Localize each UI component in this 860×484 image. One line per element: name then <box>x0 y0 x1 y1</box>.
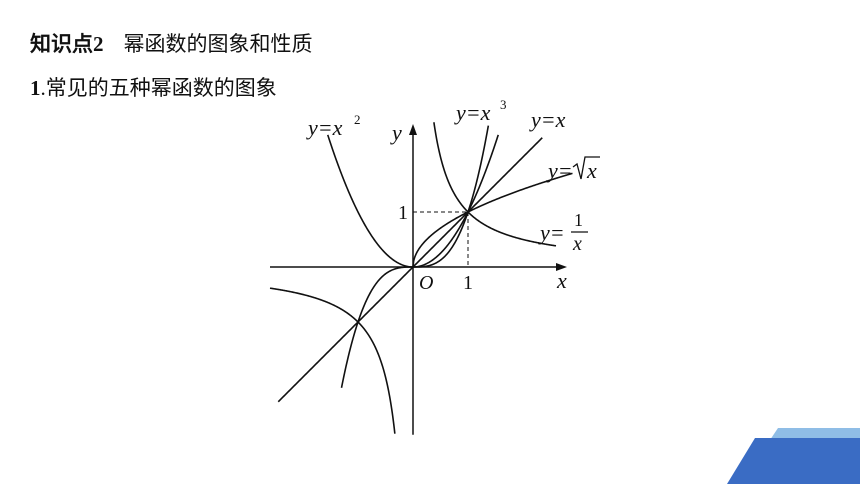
series-label-square: y=x <box>306 115 343 140</box>
curve-sqrt <box>412 172 573 268</box>
y-axis-arrow <box>409 124 417 135</box>
curve-reciprocal-positive <box>433 122 557 247</box>
series-label-reciprocal-numerator: 1 <box>574 210 583 230</box>
x-axis-arrow <box>556 263 567 271</box>
series-label-square-exponent: 2 <box>354 112 361 127</box>
x-axis-label: x <box>556 268 567 293</box>
origin-label: O <box>419 272 433 294</box>
section-title: 幂函数的图象和性质 <box>123 32 313 56</box>
curve-identity <box>277 137 543 403</box>
series-label-identity: y=x <box>529 107 566 132</box>
y-tick-label: 1 <box>398 202 408 224</box>
series-label-sqrt-radicand: x <box>586 158 597 183</box>
sqrt-radical-sign <box>572 156 600 180</box>
knowledge-point-label: 知识点2 <box>30 32 104 56</box>
curve-reciprocal-negative <box>269 287 396 434</box>
x-tick-label: 1 <box>463 272 473 294</box>
series-label-sqrt: y= <box>546 158 573 183</box>
y-axis-label: y <box>390 120 402 145</box>
curve-cube <box>340 125 490 388</box>
sub-heading-number: 1 <box>30 76 41 100</box>
curves <box>269 122 573 434</box>
series-label-reciprocal-denominator: x <box>572 233 582 255</box>
sub-heading-text: .常见的五种幂函数的图象 <box>40 76 277 100</box>
series-label-reciprocal: y= <box>538 220 565 245</box>
section-heading: 知识点2 幂函数的图象和性质 <box>30 28 313 58</box>
series-label-cube: y=x <box>454 100 491 125</box>
deco-stripe-dark <box>727 438 860 484</box>
sub-heading: 1.常见的五种幂函数的图象 <box>30 72 277 102</box>
series-label-cube-exponent: 3 <box>500 97 507 112</box>
